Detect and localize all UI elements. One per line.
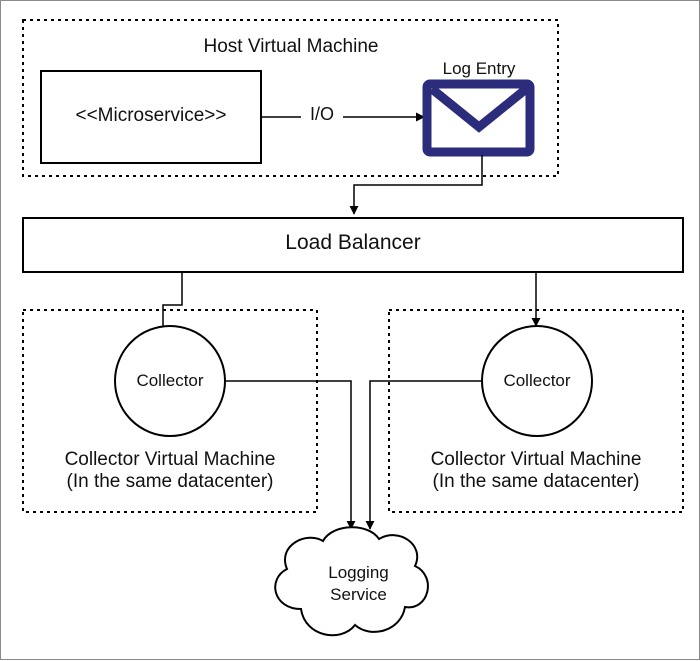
- collector-vm-container-left: [22, 309, 318, 513]
- microservice-box: [40, 70, 262, 164]
- log-entry-label: Log Entry: [442, 59, 516, 78]
- collector-vm-title-right: Collector Virtual Machine (In the same d…: [389, 449, 683, 493]
- microservice-label: <<Microservice>>: [75, 105, 227, 126]
- left-collector-to-logging-service-arrow: [225, 380, 356, 530]
- collector-vm-title-right-line1: Collector Virtual Machine: [430, 449, 642, 470]
- logging-service-cloud: [274, 526, 429, 637]
- log-entry-to-load-balancer-arrow: [349, 155, 483, 215]
- collector-label-left: Collector: [136, 371, 204, 390]
- collector-vm-title-left-line2: (In the same datacenter): [66, 470, 274, 492]
- collector-vm-title-left: Collector Virtual Machine (In the same d…: [23, 449, 317, 493]
- logging-service-label: Logging Service: [301, 562, 416, 606]
- collector-vm-title-right-line2: (In the same datacenter): [432, 470, 640, 492]
- collector-label-right: Collector: [503, 371, 571, 390]
- io-label: I/O: [301, 104, 343, 125]
- host-vm-container: [22, 19, 559, 177]
- logging-service-label-line1: Logging: [328, 563, 389, 582]
- right-collector-to-logging-service-arrow: [365, 380, 482, 530]
- load-balancer-label: Load Balancer: [285, 231, 421, 254]
- host-vm-title: Host Virtual Machine: [203, 36, 379, 57]
- load-balancer-to-left-collector-arrow: [158, 272, 183, 335]
- envelope-icon: [422, 79, 535, 157]
- load-balancer-box: [22, 217, 684, 273]
- collector-vm-title-left-line1: Collector Virtual Machine: [64, 449, 276, 470]
- collector-vm-container-right: [388, 309, 684, 513]
- logging-service-label-line2: Service: [330, 585, 387, 605]
